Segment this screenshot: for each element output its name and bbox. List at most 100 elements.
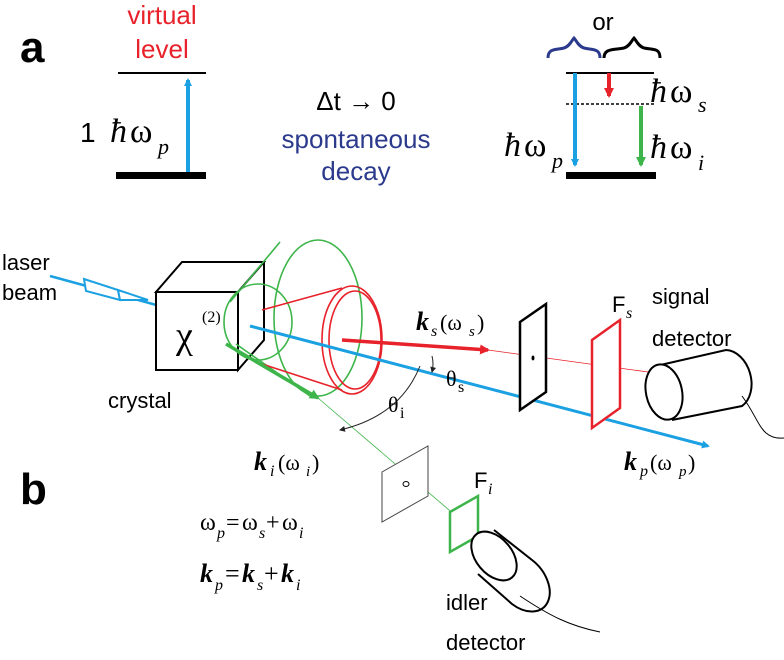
omega: ω [282, 510, 298, 536]
signal-k-arrow [341, 338, 490, 355]
k: k [416, 307, 429, 336]
sub-i: i [270, 463, 274, 480]
photon-number-one: 1 [80, 117, 96, 148]
theta-s-arc [430, 355, 437, 373]
plus: + [266, 510, 280, 536]
sub-i: i [306, 464, 310, 480]
idler-k-arrow [225, 342, 320, 400]
theta-s-sub: s [458, 379, 464, 396]
signal-energy-label: ħ ω s [650, 73, 707, 117]
k: k [254, 447, 267, 476]
brace-black [602, 35, 662, 59]
ground-state-left [116, 172, 206, 179]
pump-energy-label-right: ħ ω p [504, 127, 563, 173]
subscript-s: s [698, 92, 707, 117]
sub-p: p [214, 577, 223, 594]
subscript-p: p [156, 134, 169, 159]
omega: ω [524, 127, 546, 164]
sub-p: p [678, 464, 687, 480]
sub-s: s [257, 577, 263, 594]
F: F [612, 292, 625, 317]
k: k [242, 559, 255, 588]
hbar: ħ [650, 73, 667, 110]
theta: θ [446, 366, 457, 391]
momentum-conservation-equation: k p = k s + k i [200, 559, 300, 594]
idler-detector-line2: detector [446, 630, 526, 655]
sub-i: i [299, 525, 303, 542]
idler-detector-line1: idler [446, 590, 488, 615]
virtual-level-line1: virtual [127, 0, 196, 30]
subscript-p: p [550, 148, 563, 173]
ks-label: k s (ω s ) [416, 307, 484, 340]
paren-close: ) [477, 310, 484, 335]
idler-detector [470, 529, 601, 633]
ki-label: k i (ω i ) [254, 447, 319, 480]
omega: ω [670, 129, 692, 166]
sub-i: i [296, 577, 300, 594]
paren-omega: (ω [650, 450, 672, 475]
theta: θ [388, 392, 399, 417]
virtual-level-line2: level [135, 34, 188, 64]
paren-omega: (ω [440, 310, 462, 335]
delta-t-label: Δt → 0 [316, 86, 396, 116]
signal-detector-line2: detector [652, 326, 732, 351]
sub-s: s [626, 305, 632, 322]
spontaneous-line1: spontaneous [282, 124, 431, 154]
pump-beam-out [249, 324, 710, 449]
sub-s: s [469, 324, 475, 340]
idler-energy-label: ħ ω i [650, 129, 704, 175]
paren-omega: (ω [278, 450, 300, 475]
chi-superscript: (2) [202, 309, 221, 326]
theta-i-sub: i [400, 405, 405, 422]
hbar: ħ [110, 113, 127, 150]
pump-energy-label-left: ħ ω p [110, 113, 169, 159]
sub-i: i [488, 481, 492, 498]
fi-label: F i [474, 468, 492, 498]
hbar: ħ [504, 127, 521, 164]
spontaneous-line2: decay [321, 156, 390, 186]
theta-s-label: θ s [446, 366, 464, 396]
equals: = [226, 510, 240, 536]
chi2-label: χ (2) [175, 309, 221, 357]
signal-thin-beam [487, 349, 649, 373]
theta-i-arc [339, 365, 421, 432]
laser-pulse [82, 277, 149, 302]
kp-label: k p (ω p ) [624, 447, 695, 480]
equals: = [225, 559, 240, 588]
idler-aperture [381, 445, 429, 523]
sub-p: p [639, 463, 648, 480]
omega: ω [242, 510, 258, 536]
fs-label: F s [612, 292, 632, 322]
signal-detector-line1: signal [652, 284, 709, 309]
ground-state-right [566, 172, 656, 179]
k: k [281, 559, 294, 588]
signal-detector [644, 348, 784, 439]
omega: ω [670, 73, 692, 110]
subscript-i: i [698, 150, 704, 175]
paren-close: ) [312, 450, 319, 475]
theta-i-label: θ i [388, 392, 405, 422]
panel-b-label: b [20, 465, 47, 514]
panel-a-label: a [20, 23, 45, 72]
F: F [474, 468, 487, 493]
brace-blue [546, 35, 602, 59]
or-label: or [592, 9, 613, 36]
idler-pinhole [402, 481, 410, 487]
signal-filter [590, 317, 622, 431]
k: k [200, 559, 213, 588]
chi: χ [175, 315, 193, 357]
signal-pinhole [531, 355, 535, 361]
sub-p: p [216, 525, 225, 542]
omega: ω [200, 510, 216, 536]
laser-label-line2: beam [2, 280, 57, 305]
hbar: ħ [650, 129, 667, 166]
energy-conservation-equation: ω p = ω s + ω i [200, 510, 303, 542]
sub-s: s [259, 525, 265, 542]
signal-cone [261, 285, 383, 395]
omega: ω [130, 113, 152, 150]
k: k [624, 447, 637, 476]
plus: + [264, 559, 279, 588]
laser-label-line1: laser [2, 250, 50, 275]
crystal-label: crystal [108, 388, 172, 413]
